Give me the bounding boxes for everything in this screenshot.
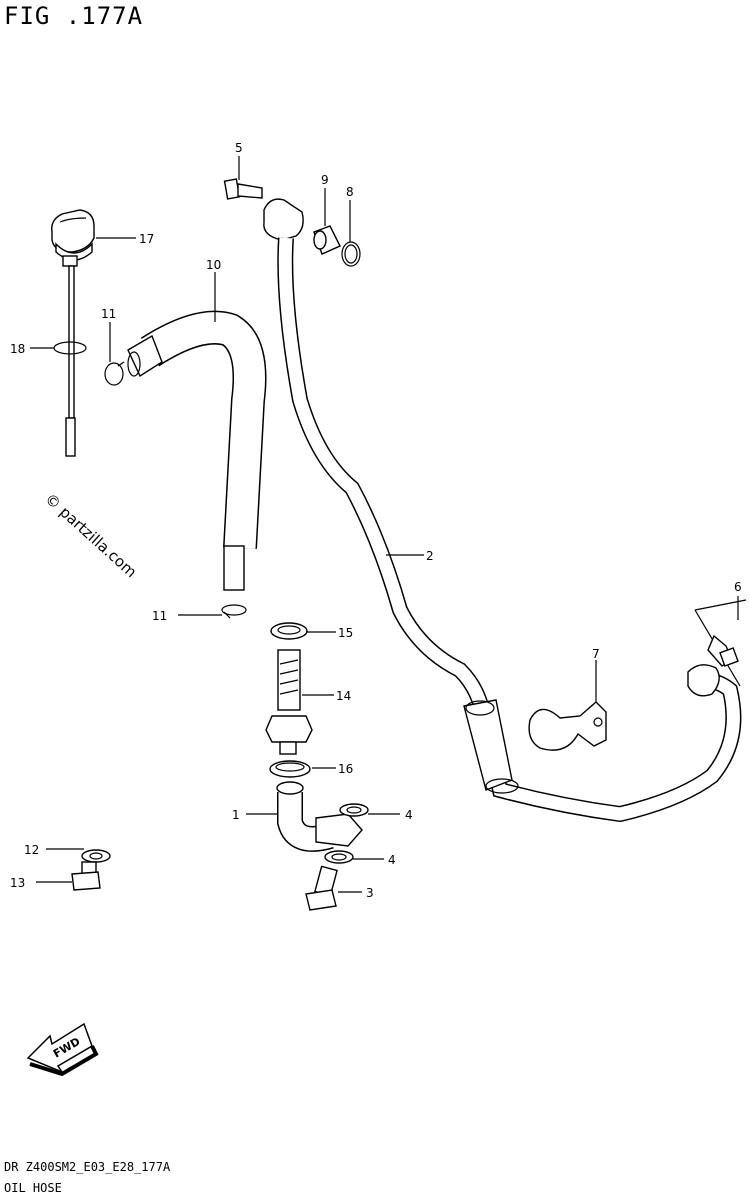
part-1-hose[interactable] (276, 781, 363, 852)
callout-1: 1 (232, 808, 240, 822)
callout-18: 12 (24, 843, 39, 857)
part-2-oil-hose[interactable] (263, 198, 742, 823)
diagram-name: OIL HOSE (4, 1181, 62, 1195)
callout-16: 18 (10, 342, 25, 356)
part-14-clamp[interactable] (269, 760, 311, 778)
part-11-clamp-upper[interactable] (104, 361, 125, 386)
part-10-breather-hose[interactable] (127, 310, 267, 591)
callout-10: 10 (206, 258, 221, 272)
part-11-clamp-lower[interactable] (221, 604, 247, 619)
callout-8: 7 (592, 647, 600, 661)
part-12-union-fitting[interactable] (265, 649, 313, 755)
diagram-code: DR Z400SM2_E03_E28_177A (4, 1160, 171, 1174)
callout-7: 8 (346, 185, 354, 199)
part-7-oring[interactable] (341, 241, 361, 267)
callout-15: 17 (139, 232, 154, 246)
leader-lines (30, 156, 739, 893)
callout-9: 9 (321, 173, 329, 187)
part-8-bracket[interactable] (528, 701, 607, 751)
part-4-washer-upper[interactable] (339, 803, 369, 817)
callout-4-lower: 4 (388, 853, 396, 867)
part-9-spacer[interactable] (313, 225, 341, 255)
part-18-washer[interactable] (81, 849, 111, 863)
part-16-dipstick-oring[interactable] (53, 265, 87, 457)
callout-11-upper: 11 (101, 307, 116, 321)
fwd-arrow-icon: FWD (26, 1022, 99, 1077)
callout-13: 15 (338, 626, 353, 640)
callout-6: 6 (734, 580, 742, 594)
part-15-oil-filler-cap[interactable] (51, 209, 95, 267)
callout-2: 2 (426, 549, 434, 563)
callout-5: 5 (235, 141, 243, 155)
part-13-washer[interactable] (270, 622, 308, 640)
callout-11-lower: 11 (152, 609, 167, 623)
part-5-bolt[interactable] (223, 178, 263, 200)
part-3-union-bolt[interactable] (305, 865, 338, 911)
watermark: © partzilla.com (41, 490, 140, 582)
part-17-drain-bolt[interactable] (71, 861, 101, 891)
figure-title: FIG .177A (4, 2, 144, 30)
callout-12: 14 (336, 689, 351, 703)
callout-14: 16 (338, 762, 353, 776)
part-4-washer-lower[interactable] (324, 850, 354, 864)
callout-3: 3 (366, 886, 374, 900)
callout-4-upper: 4 (405, 808, 413, 822)
callout-17: 13 (10, 876, 25, 890)
